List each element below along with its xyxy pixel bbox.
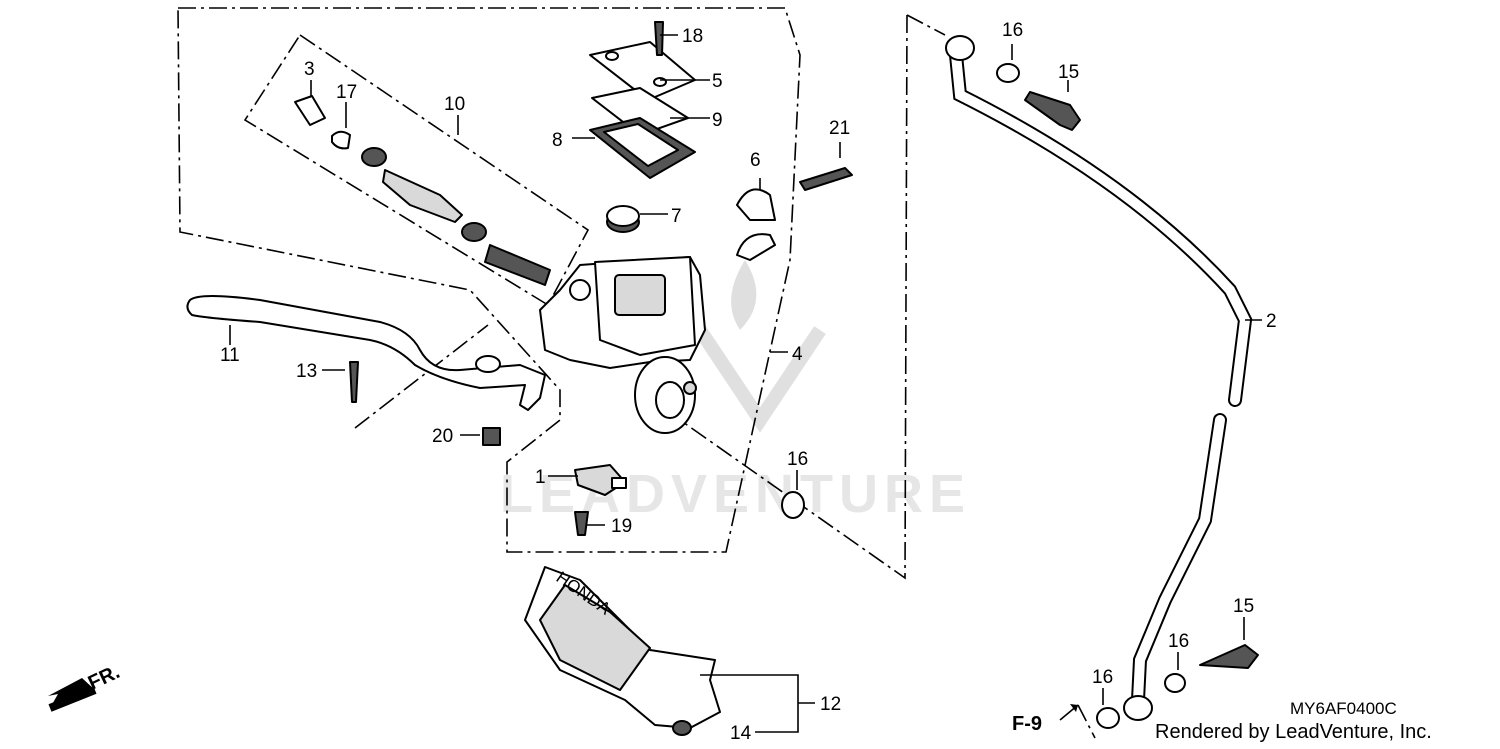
callout-21: 21 [829,118,850,139]
piston-kit-outline [243,33,590,307]
hose-group-outline [679,14,946,580]
master-cylinder-body-part [539,256,706,434]
reservoir-float-part [606,205,640,233]
callout-10: 10 [444,94,465,115]
watermark-text: LEADVENTURE [500,464,971,524]
callout-19: 19 [611,516,632,537]
section-ref-label: F-9 [1012,713,1042,735]
callout-11: 11 [220,345,240,366]
callout-8: 8 [552,130,563,151]
callout-17: 17 [336,82,357,103]
callout-4: 4 [792,344,803,365]
callout-7: 7 [671,206,682,227]
master-cylinder-holder-part [736,188,776,261]
watermark-logo [694,260,826,433]
callout-15-bottom: 15 [1233,596,1254,617]
brake-hose-part [945,35,1253,721]
callout-15-top: 15 [1058,62,1079,83]
diagram-code: MY6AF0400C [1290,699,1397,718]
callout-16-bottom-right: 16 [1168,631,1189,652]
callout-2: 2 [1266,311,1277,332]
piston-kit-parts [294,95,551,286]
hand-guard-part: HONDA [524,566,721,729]
stop-switch-part [574,464,627,496]
leader-lines [229,34,1262,733]
credit-text: Rendered by LeadVenture, Inc. [1155,721,1432,743]
callout-12: 12 [820,694,841,715]
callout-20: 20 [432,426,453,447]
callout-14: 14 [730,723,752,744]
brake-lever-part [186,295,546,411]
diaphragm-part [589,117,696,179]
callout-13: 13 [296,361,317,382]
callout-5: 5 [712,71,723,92]
front-direction-arrow: FR. [48,661,123,712]
lever-bracket-outline [354,324,489,429]
callout-1: 1 [535,467,546,488]
callout-16-top: 16 [1002,20,1023,41]
callout-16-mid: 16 [787,449,808,470]
callout-9: 9 [712,110,723,131]
callout-6: 6 [750,150,761,171]
callout-18: 18 [682,26,703,47]
section-reference: F-9 [1012,704,1096,739]
fasteners [349,21,1259,736]
master-cylinder-group-outline [177,7,801,553]
callout-3: 3 [304,59,315,80]
callout-16-bottom-left: 16 [1092,667,1113,688]
